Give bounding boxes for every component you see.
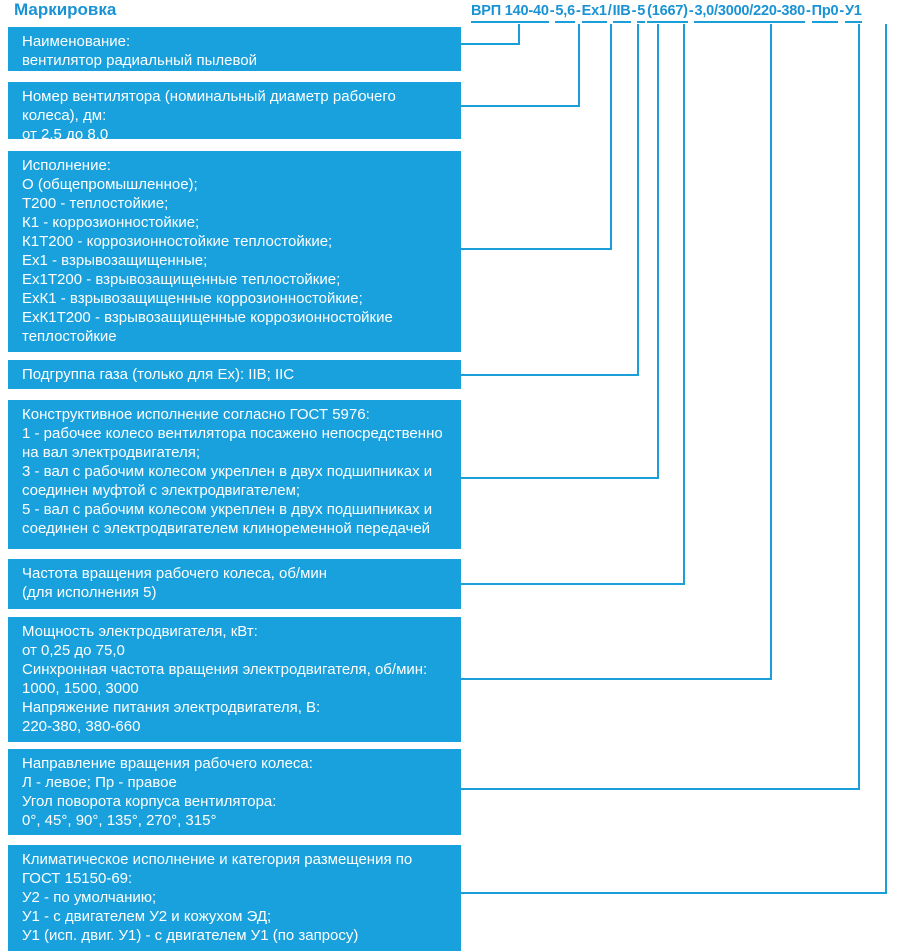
code-separator: - [805, 3, 811, 19]
code-segment-gas-subgroup: IIB [612, 3, 631, 23]
spec-box-execution: Исполнение: О (общепромышленное); Т200 -… [8, 151, 461, 352]
code-separator: - [839, 3, 844, 19]
connector-line-gas-subgroup [461, 24, 639, 376]
connector-line-name [461, 24, 520, 45]
code-segment-name: ВРП 140-40 [471, 3, 549, 23]
connector-line-design [461, 24, 659, 479]
code-segment-rotation: Пр0 [811, 3, 839, 23]
connector-line-size [461, 24, 580, 107]
connector-line-rotation [461, 24, 860, 790]
code-separator: - [631, 3, 637, 19]
connector-line-climate [461, 24, 887, 894]
code-separator: / [607, 3, 612, 19]
page-title: Маркировка [14, 0, 117, 19]
spec-box-size: Номер вентилятора (номинальный диаметр р… [8, 82, 461, 143]
code-segment-size: 5,6 [555, 3, 575, 23]
spec-box-speed: Частота вращения рабочего колеса, об/мин… [8, 559, 461, 609]
code-separator: - [688, 3, 694, 19]
code-segment-speed: (1667) [647, 3, 688, 23]
spec-box-motor: Мощность электродвигателя, кВт: от 0,25 … [8, 617, 461, 742]
connector-line-speed [461, 24, 685, 585]
spec-box-climate: Климатическое исполнение и категория раз… [8, 845, 461, 951]
code-segment-climate: У1 [844, 3, 862, 23]
code-segment-motor: 3,0/3000/220-380 [694, 3, 805, 23]
model-code: ВРП 140-40-5,6-Ex1/IIB-5(1667)-3,0/3000/… [470, 3, 863, 23]
code-segment-design: 5 [637, 3, 645, 23]
code-separator: - [575, 3, 581, 19]
code-separator: - [549, 3, 555, 19]
spec-box-name: Наименование: вентилятор радиальный пыле… [8, 27, 461, 71]
code-segment-execution: Ex1 [581, 3, 607, 23]
spec-box-design: Конструктивное исполнение согласно ГОСТ … [8, 400, 461, 549]
connector-line-execution [461, 24, 612, 250]
spec-box-rotation: Направление вращения рабочего колеса: Л … [8, 749, 461, 835]
spec-box-gas-subgroup: Подгруппа газа (только для Ex): IIB; IIC [8, 360, 461, 389]
connector-line-motor [461, 24, 772, 680]
